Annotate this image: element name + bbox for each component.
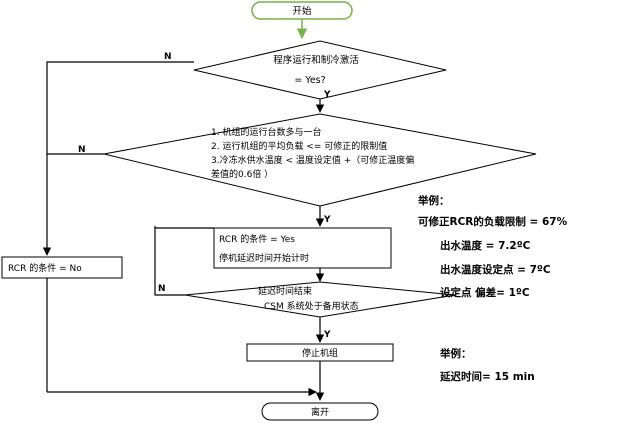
rcr-yes-line2: 停机延迟时间开始计时	[219, 252, 309, 264]
d1-yes-label: Y	[323, 90, 331, 100]
example-1-line2: 出水温度 = 7.2ºC	[440, 240, 531, 252]
decision-2-line4: 差值的0.6倍 ）	[211, 168, 273, 180]
decision-3-line2: CSM 系统处于备用状态	[264, 300, 359, 312]
example-1-line3: 出水温度设定点 = 7ºC	[440, 264, 551, 276]
example-1-line4: 设定点 偏差= 1ºC	[440, 287, 530, 299]
d3-yes-label: Y	[323, 330, 331, 340]
decision-2: 1. 机组的运行台数多与一台 2. 运行机组的平均负载 <= 可修正的限制值 3…	[103, 113, 537, 207]
d1-no-label: N	[164, 52, 172, 62]
example-2-line1: 延迟时间= 15 min	[440, 371, 535, 383]
start-label: 开始	[292, 5, 312, 17]
stop-box: 停止机组	[246, 343, 394, 362]
d2-yes-label: Y	[323, 215, 331, 225]
rcr-yes-box: RCR 的条件 = Yes 停机延迟时间开始计时	[213, 227, 392, 269]
example-1-heading: 举例：	[418, 195, 450, 207]
d3-no-label: N	[158, 284, 166, 294]
rcr-yes-line1: RCR 的条件 = Yes	[219, 233, 295, 245]
example-2-heading: 举例：	[440, 348, 472, 360]
decision-2-line1: 1. 机组的运行台数多与一台	[211, 126, 321, 138]
rcr-no-label: RCR 的条件 = No	[8, 262, 82, 274]
decision-1: 程序运行和制冷激活 = Yes?	[193, 40, 447, 100]
decision-3: 延迟时间结束 CSM 系统处于备用状态	[184, 281, 456, 318]
decision-2-line3: 3.冷冻水供水温度 < 温度设定值 +（可修正温度偏	[211, 154, 414, 166]
rcr-no-box: RCR 的条件 = No	[1, 256, 123, 279]
d3-no-line	[154, 227, 214, 296]
example-1-line1: 可修正RCR的负载限制 = 67%	[418, 216, 568, 228]
stop-label: 停止机组	[302, 347, 338, 359]
end-terminal: 离开	[261, 402, 379, 421]
decision-3-line1: 延迟时间结束	[258, 285, 312, 297]
start-terminal: 开始	[251, 1, 353, 20]
decision-2-line2: 2. 运行机组的平均负载 <= 可修正的限制值	[211, 140, 387, 152]
decision-1-line1: 程序运行和制冷激活	[273, 54, 359, 66]
decision-1-line2: = Yes?	[294, 75, 325, 86]
d2-no-label: N	[78, 145, 86, 155]
end-label: 离开	[311, 406, 329, 418]
d1-no-line	[42, 61, 194, 256]
